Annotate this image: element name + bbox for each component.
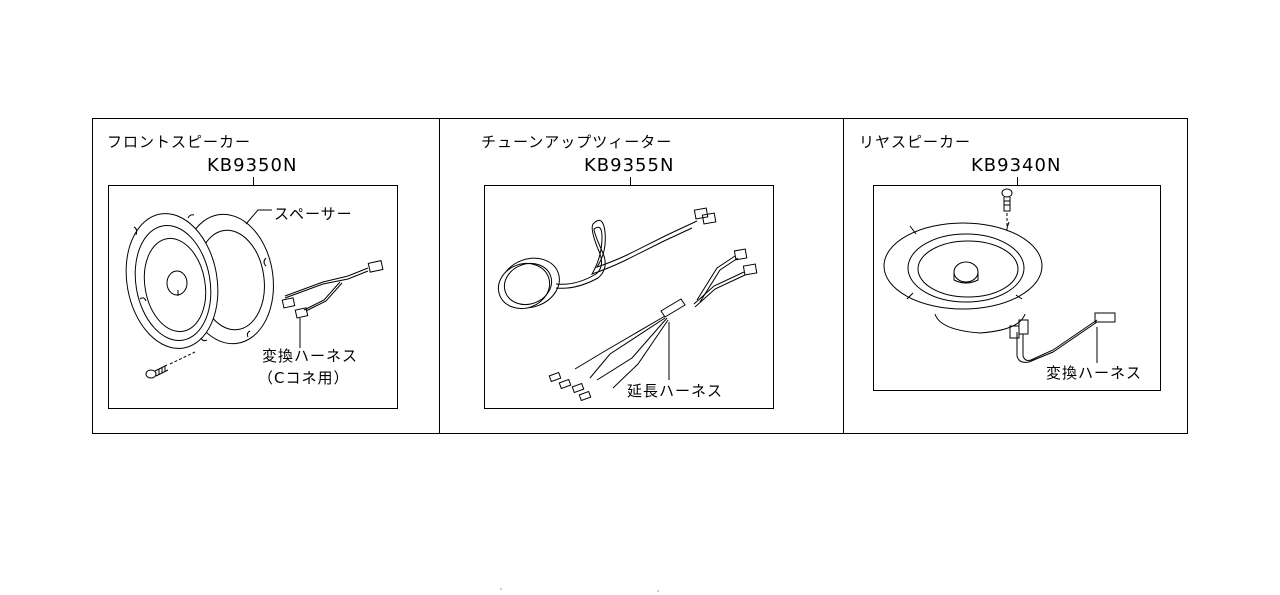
speaker-icon [883,221,1043,334]
screw-icon [145,351,196,379]
part-number: KB9355N [584,155,675,176]
part-illustration-box [484,185,774,409]
panel-title: チューンアップツィーター [481,133,673,151]
diagram-frame [92,118,1188,434]
part-number: KB9340N [971,155,1062,176]
part-illustration-box [108,185,398,409]
speaker-icon [125,213,219,349]
callout-spacer: スペーサー [274,205,353,223]
screw-icon [1001,188,1013,230]
panel-title: リヤスピーカー [859,133,972,151]
adapter-harness-icon [1009,312,1116,363]
panel-divider [843,118,844,434]
callout-extension-harness: 延長ハーネス [627,382,724,400]
part-number-leader [253,177,254,185]
extension-harness-icon [548,248,758,402]
scan-artifact [657,590,659,592]
part-number: KB9350N [207,155,298,176]
part-number-leader [630,177,631,185]
tweeter-icon [497,207,717,310]
scan-artifact [500,588,502,590]
panel-divider [439,118,440,434]
adapter-harness-icon [281,260,384,319]
callout-adapter-harness: 変換ハーネス [262,347,359,365]
callout-adapter-harness-note: （Cコネ用） [258,369,350,387]
part-illustration-box [873,185,1161,391]
callout-adapter-harness: 変換ハーネス [1046,364,1143,382]
part-number-leader [1017,177,1018,185]
panel-title: フロントスピーカー [107,133,252,151]
